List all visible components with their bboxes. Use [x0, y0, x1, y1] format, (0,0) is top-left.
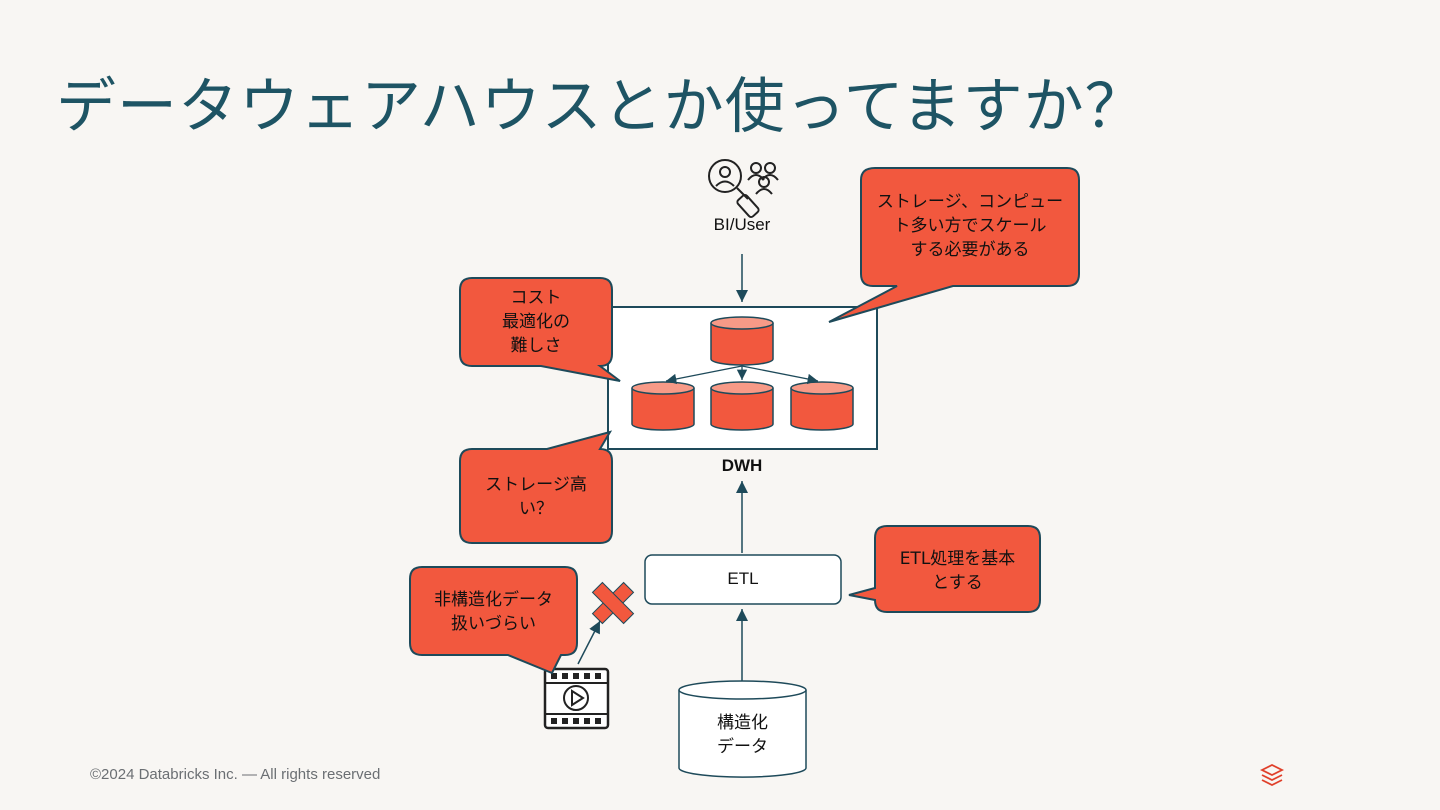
callout-etl-bubble — [848, 525, 1041, 613]
etl-label: ETL — [727, 569, 759, 588]
cylinder-connectors — [665, 365, 819, 385]
etl-box — [644, 554, 842, 605]
callout-cost-text: コスト 最適化の 難しさ — [502, 288, 570, 356]
dwh-center-cylinder — [710, 381, 774, 431]
callout-unstructured-bubble — [409, 566, 578, 675]
databricks-logo-icon — [1259, 763, 1285, 787]
video-file-icon — [543, 667, 610, 730]
bi-user-icon — [708, 159, 779, 218]
callout-scale-text: ストレージ、コンピュー ト多い方でスケール する必要がある — [876, 192, 1064, 260]
page-title: データウェアハウスとか使ってますか？ — [56, 72, 1146, 142]
x-mark-icon — [591, 581, 635, 625]
structured-data-cylinder — [678, 680, 807, 778]
callout-cost-bubble — [459, 277, 621, 382]
dwh-right-cylinder — [790, 381, 854, 431]
dwh-label: DWH — [721, 456, 763, 475]
copyright-footer: ©2024 Databricks Inc. — All rights reser… — [90, 766, 381, 783]
callout-etl-text: ETL処理を基本 とする — [899, 549, 1016, 593]
bi-user-label: BI/User — [713, 215, 771, 234]
callout-storage-bubble — [459, 430, 613, 544]
structured-data-label: 構造化 データ — [717, 713, 768, 757]
dwh-left-cylinder — [631, 381, 695, 431]
callout-scale-bubble — [828, 167, 1080, 323]
callout-storage-text: ストレージ高 い？ — [485, 475, 587, 519]
callout-unstructured-text: 非構造化データ 扱いづらい — [434, 590, 553, 634]
dwh-top-cylinder — [710, 316, 774, 366]
arrow-video-to-x — [577, 620, 601, 665]
